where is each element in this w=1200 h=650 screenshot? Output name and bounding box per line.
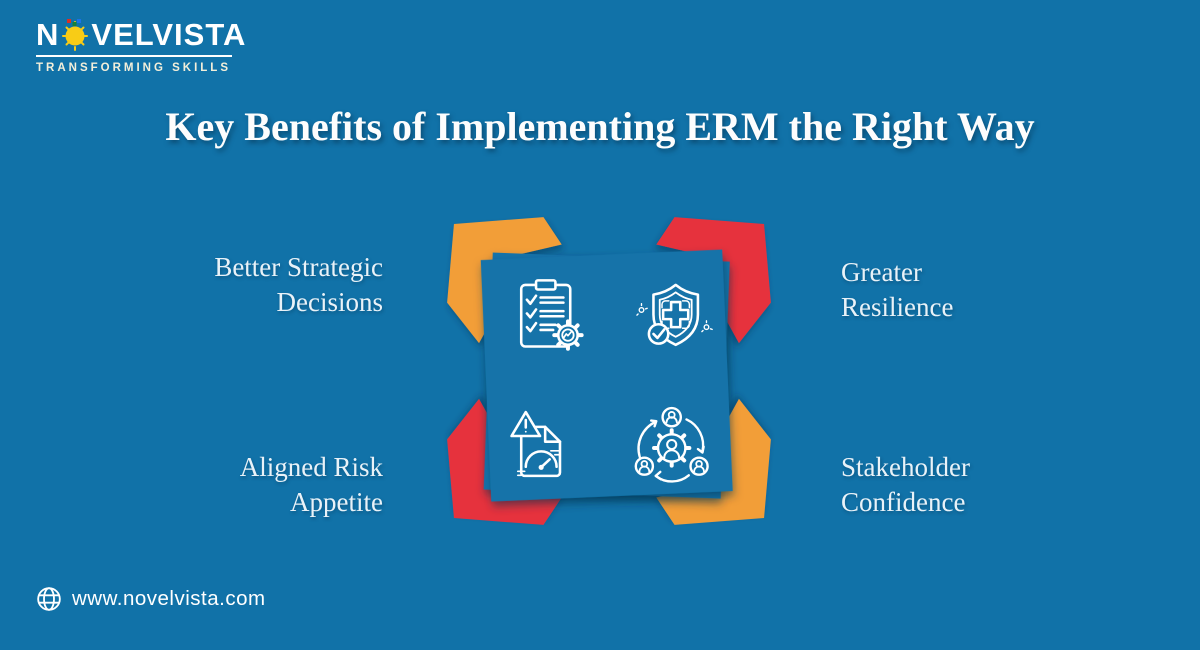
page-title: Key Benefits of Implementing ERM the Rig… xyxy=(165,104,1035,149)
logo-wordmark: N VELVISTA xyxy=(36,18,246,52)
erm-benefits-graphic xyxy=(438,200,780,542)
benefit-label-stakeholder-confidence: Stakeholder Confidence xyxy=(841,452,970,517)
logo-divider xyxy=(36,55,232,57)
website-url[interactable]: www.novelvista.com xyxy=(72,587,266,610)
logo-letters-velvista: VELVISTA xyxy=(91,17,247,52)
benefit-label-aligned-risk-appetite: Aligned Risk Appetite xyxy=(239,452,383,517)
logo-dot-blue xyxy=(77,19,82,23)
sun-icon xyxy=(62,19,89,51)
logo-tagline: TRANSFORMING SKILLS xyxy=(36,62,231,74)
benefit-label-better-strategic-decisions: Better Strategic Decisions xyxy=(214,252,383,317)
risk-gauge-document-icon xyxy=(510,410,562,478)
logo-dot-green xyxy=(72,22,77,26)
shield-plus-check-icon xyxy=(636,283,713,347)
people-gear-cycle-icon xyxy=(634,406,709,483)
benefit-label-greater-resilience: Greater Resilience xyxy=(841,257,954,322)
logo-letter-n: N xyxy=(36,17,60,52)
logo-dot-red xyxy=(67,19,72,23)
checklist-gear-icon xyxy=(519,279,584,351)
footer: www.novelvista.com xyxy=(36,586,266,612)
novelvista-logo: N VELVISTA TRANSFORMING SKILLS xyxy=(36,18,246,74)
globe-icon xyxy=(37,587,61,611)
